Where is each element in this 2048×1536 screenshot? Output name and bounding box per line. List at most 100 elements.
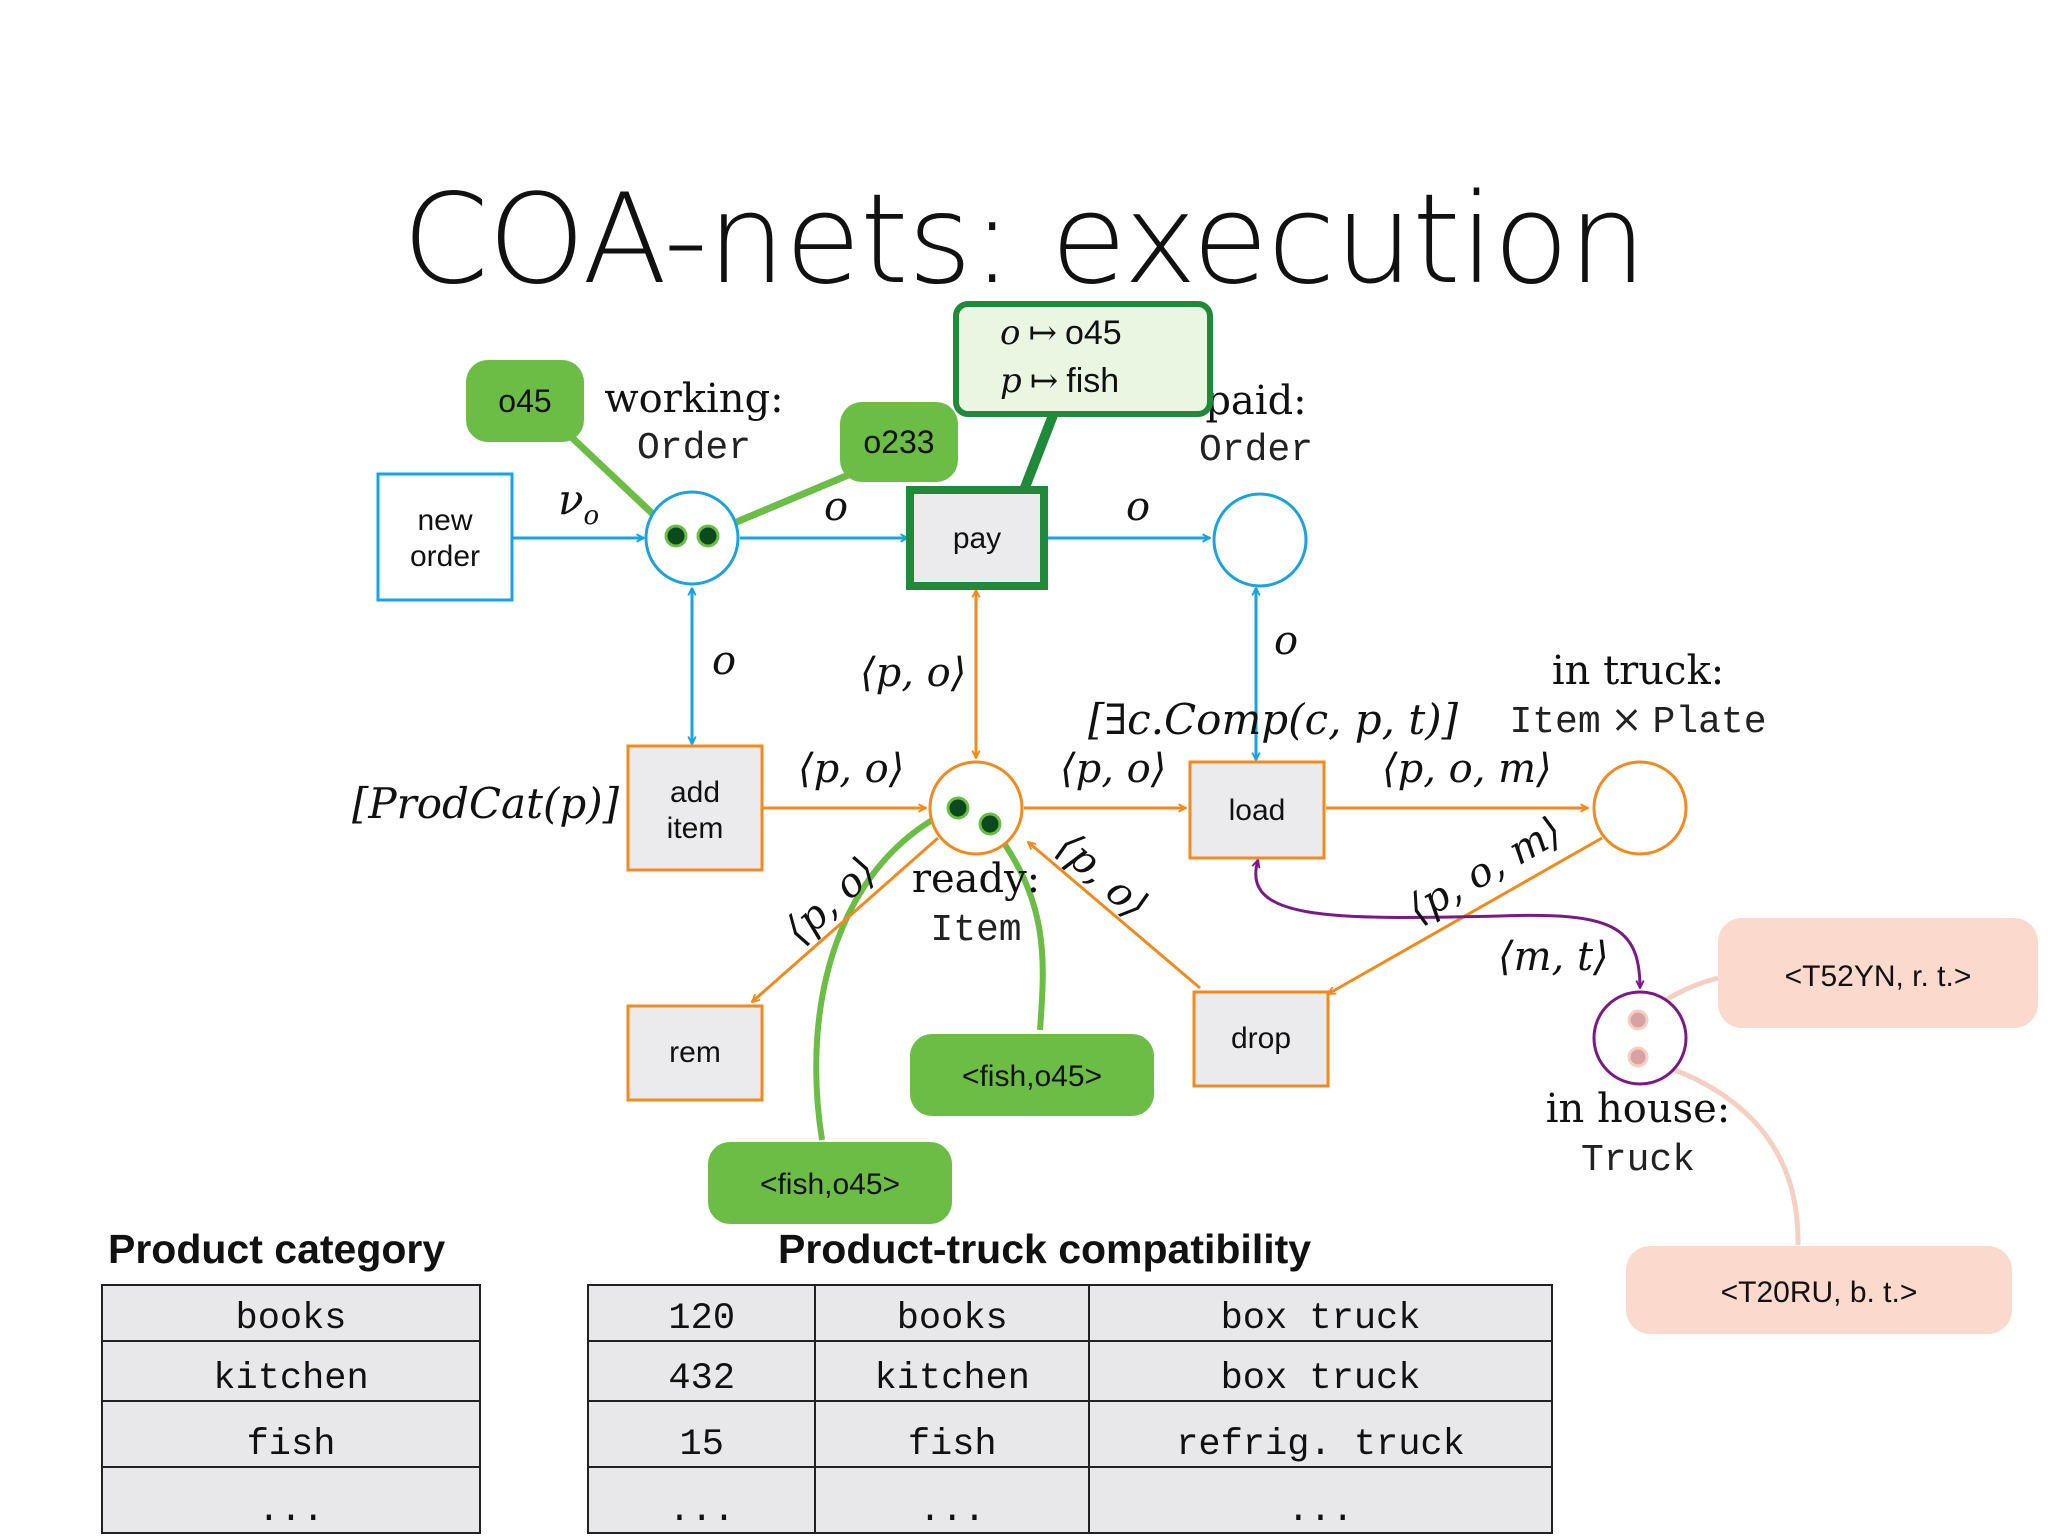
place-paid: [1212, 492, 1308, 588]
label-po-pay-ready: ⟨p, o⟩: [860, 650, 966, 696]
table-cell: ...: [814, 1466, 1091, 1534]
transition-add-item: add item: [626, 744, 764, 872]
binding-line-1: o↦o45: [1000, 313, 1122, 353]
working-type: Order: [637, 427, 751, 470]
in-house-name: in house:: [1546, 1086, 1731, 1132]
place-working: [644, 490, 740, 586]
callout-truck-a: <T52YN, r. t.>: [1718, 918, 2038, 1028]
callout-truck-b-text: <T20RU, b. t.>: [1721, 1276, 1918, 1309]
callout-truck-b: <T20RU, b. t.>: [1626, 1246, 2012, 1334]
paid-name: paid:: [1205, 378, 1306, 424]
callout-truck-a-text: <T52YN, r. t.>: [1785, 960, 1972, 993]
arc-ready-rem: [752, 836, 939, 1002]
table-cell: ...: [101, 1466, 481, 1534]
in-truck-type-a: Item: [1509, 701, 1600, 744]
arc-drop-ready: [1028, 842, 1201, 990]
table-row: kitchen: [101, 1340, 481, 1402]
token-dot: [1627, 1009, 1649, 1031]
label-nu-sub: o: [584, 501, 600, 531]
table-cell: books: [101, 1284, 481, 1342]
binding-value-o: o45: [1065, 314, 1122, 352]
tokens-in-house: [1627, 1009, 1649, 1068]
table-cell: books: [814, 1284, 1091, 1342]
ready-name: ready:: [912, 856, 1040, 902]
guard-add-item: [ProdCat(p)]: [352, 779, 620, 828]
binding-value-p: fish: [1066, 362, 1119, 400]
table-row: .........: [586, 1466, 1553, 1534]
table-cell: 432: [586, 1340, 817, 1402]
label-nu-o: νo: [558, 475, 599, 531]
working-name: working:: [604, 376, 783, 422]
compatibility-title: Product-truck compatibility: [778, 1226, 1312, 1272]
table-cell: 120: [586, 1284, 817, 1342]
product-category-title: Product category: [108, 1226, 446, 1272]
new-order-label-1: new: [417, 504, 472, 537]
callout-o233: o233: [840, 402, 958, 482]
label-po-ready-rem: ⟨p, o⟩: [776, 848, 886, 953]
connector-binding: [1019, 408, 1060, 492]
binding-var-o: o: [1000, 313, 1020, 353]
label-mt-load-house: ⟨m, t⟩: [1498, 934, 1609, 980]
in-house-type: Truck: [1581, 1139, 1695, 1182]
token-dot: [664, 524, 688, 548]
place-in-truck: [1592, 760, 1688, 856]
transition-pay: pay: [906, 486, 1048, 590]
order-arcs: [512, 538, 1256, 760]
label-nu: ν: [558, 475, 584, 524]
table-row: books: [101, 1284, 481, 1342]
drop-label: drop: [1231, 1022, 1291, 1055]
guard-load: [∃c.Comp(c, p, t)]: [1088, 695, 1459, 744]
transition-drop: drop: [1192, 990, 1330, 1088]
paid-type: Order: [1199, 429, 1313, 472]
arc-load-in-house: [1256, 860, 1640, 988]
transition-load: load: [1188, 760, 1326, 860]
table-cell: box truck: [1088, 1340, 1553, 1402]
new-order-label-2: order: [410, 540, 480, 573]
callout-item-b: <fish,o45>: [910, 1034, 1154, 1116]
label-o-working-add: o: [712, 638, 736, 684]
label-o-working-pay: o: [824, 484, 848, 530]
callout-item-a-text: <fish,o45>: [760, 1168, 900, 1201]
label-po-drop-ready: ⟨p, o⟩: [1047, 823, 1157, 928]
slide-title: COA-nets: execution: [402, 168, 1646, 312]
connector-item-a: [813, 805, 957, 1141]
table-cell: refrig. truck: [1088, 1400, 1553, 1468]
table-cell: ...: [586, 1466, 817, 1534]
table-cell: kitchen: [101, 1340, 481, 1402]
callout-o45-text: o45: [498, 383, 551, 419]
label-po-add-ready: ⟨p, o⟩: [798, 746, 904, 792]
callout-item-a: <fish,o45>: [708, 1142, 952, 1224]
callout-o45: o45: [466, 360, 584, 442]
binding-arrow-2: ↦: [1030, 361, 1059, 401]
table-cell: 15: [586, 1400, 817, 1468]
table-cell: ...: [1088, 1466, 1553, 1534]
tokens-working: [664, 524, 720, 548]
place-ready: [928, 760, 1024, 856]
callout-item-b-text: <fish,o45>: [962, 1060, 1102, 1093]
token-dot: [946, 796, 970, 820]
place-in-house: [1592, 990, 1688, 1086]
binding-var-p: p: [1000, 361, 1022, 401]
transition-rem: rem: [626, 1004, 764, 1102]
pay-label: pay: [953, 522, 1001, 555]
in-truck-type: Item ×Plate: [1509, 697, 1766, 744]
table-cell: fish: [101, 1400, 481, 1468]
ready-type: Item: [930, 909, 1021, 952]
binding-arrow-1: ↦: [1028, 313, 1057, 353]
callout-o233-text: o233: [863, 424, 934, 460]
in-truck-type-b: Plate: [1653, 701, 1767, 744]
token-dot: [978, 812, 1002, 836]
rem-label: rem: [669, 1036, 721, 1069]
table-cell: box truck: [1088, 1284, 1553, 1342]
in-truck-times: ×: [1611, 697, 1643, 741]
add-item-label-1: add: [670, 776, 720, 809]
table-row: fish: [101, 1400, 481, 1468]
connector-item-b: [987, 822, 1046, 1031]
